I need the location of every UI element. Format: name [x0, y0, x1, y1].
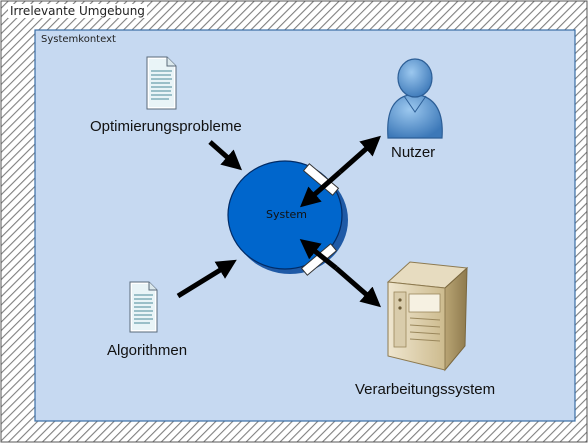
arrow-user-system-a: [338, 135, 381, 174]
optimization-label: Optimierungsprobleme: [90, 118, 242, 135]
user-interface-port: [302, 163, 340, 196]
system-context-label: Systemkontext: [41, 34, 116, 45]
user-icon: [387, 58, 443, 139]
arrow-algorithms-to-system: [176, 259, 237, 299]
system-label: System: [266, 208, 308, 221]
algorithms-label: Algorithmen: [107, 342, 188, 359]
server-icon: [386, 261, 469, 372]
arrow-processing-system-a: [334, 266, 382, 308]
arrow-optimization-to-system: [208, 140, 242, 171]
user-label: Nutzer: [391, 144, 436, 161]
arrow-processing-system-b: [299, 239, 338, 270]
document-icon: [146, 56, 177, 110]
processing-system-label: Verarbeitungssystem: [355, 381, 496, 398]
document-icon: [129, 281, 158, 333]
environment-label: Irrelevante Umgebung: [8, 4, 147, 18]
arrow-user-system-b: [300, 170, 342, 208]
